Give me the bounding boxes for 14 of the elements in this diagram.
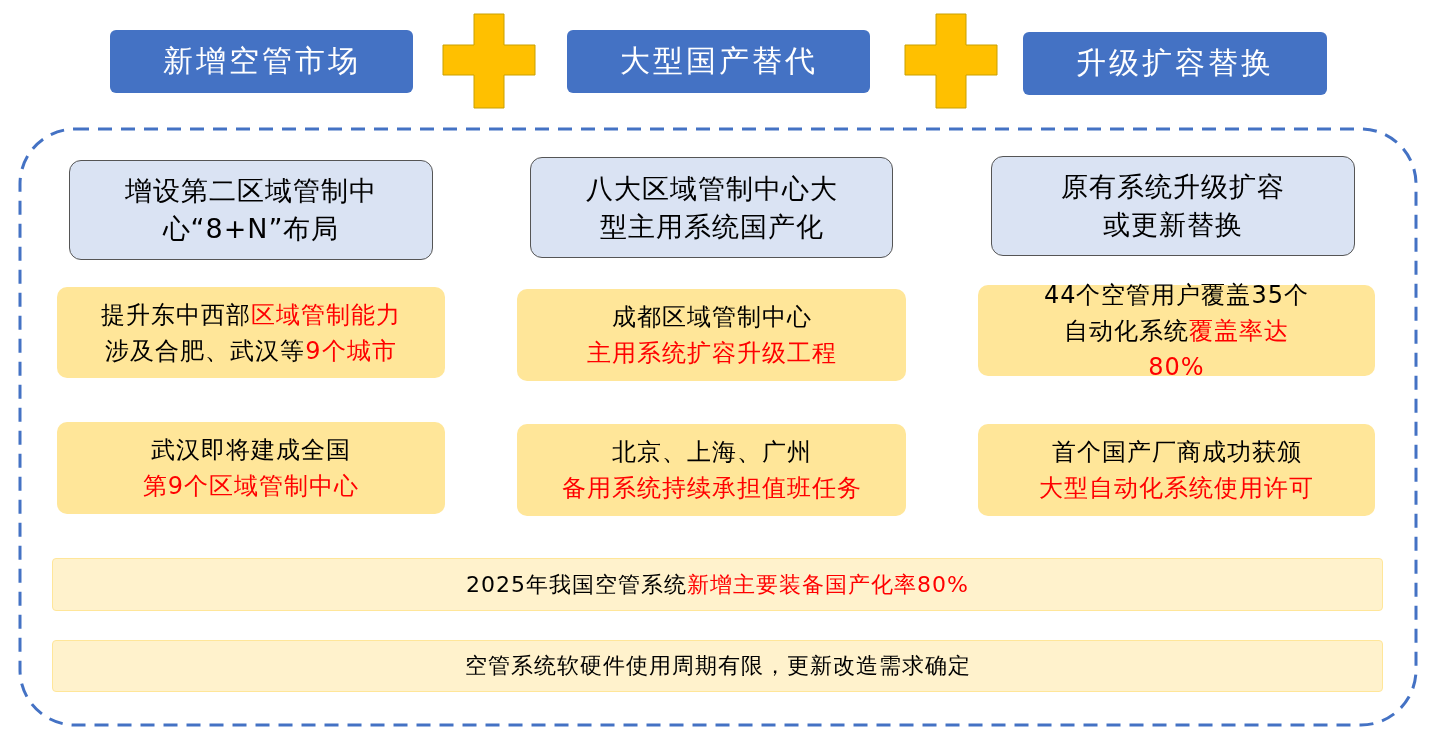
fact-box: 武汉即将建成全国第9个区域管制中心 (57, 422, 445, 514)
fact-box: 首个国产厂商成功获颁大型自动化系统使用许可 (978, 424, 1375, 516)
category-box: 增设第二区域管制中心“8+N”布局 (69, 160, 433, 260)
header-box: 升级扩容替换 (1023, 32, 1327, 95)
dashed-frame (18, 127, 1418, 727)
summary-bar: 2025年我国空管系统新增主要装备国产化率80% (52, 558, 1383, 611)
header-box: 大型国产替代 (567, 30, 870, 93)
category-box: 原有系统升级扩容或更新替换 (991, 156, 1355, 256)
header-box: 新增空管市场 (110, 30, 413, 93)
fact-box: 提升东中西部区域管制能力涉及合肥、武汉等9个城市 (57, 287, 445, 378)
category-box: 八大区域管制中心大型主用系统国产化 (530, 157, 893, 258)
summary-bar: 空管系统软硬件使用周期有限，更新改造需求确定 (52, 640, 1383, 692)
fact-box: 成都区域管制中心主用系统扩容升级工程 (517, 289, 906, 381)
fact-box: 北京、上海、广州备用系统持续承担值班任务 (517, 424, 906, 516)
